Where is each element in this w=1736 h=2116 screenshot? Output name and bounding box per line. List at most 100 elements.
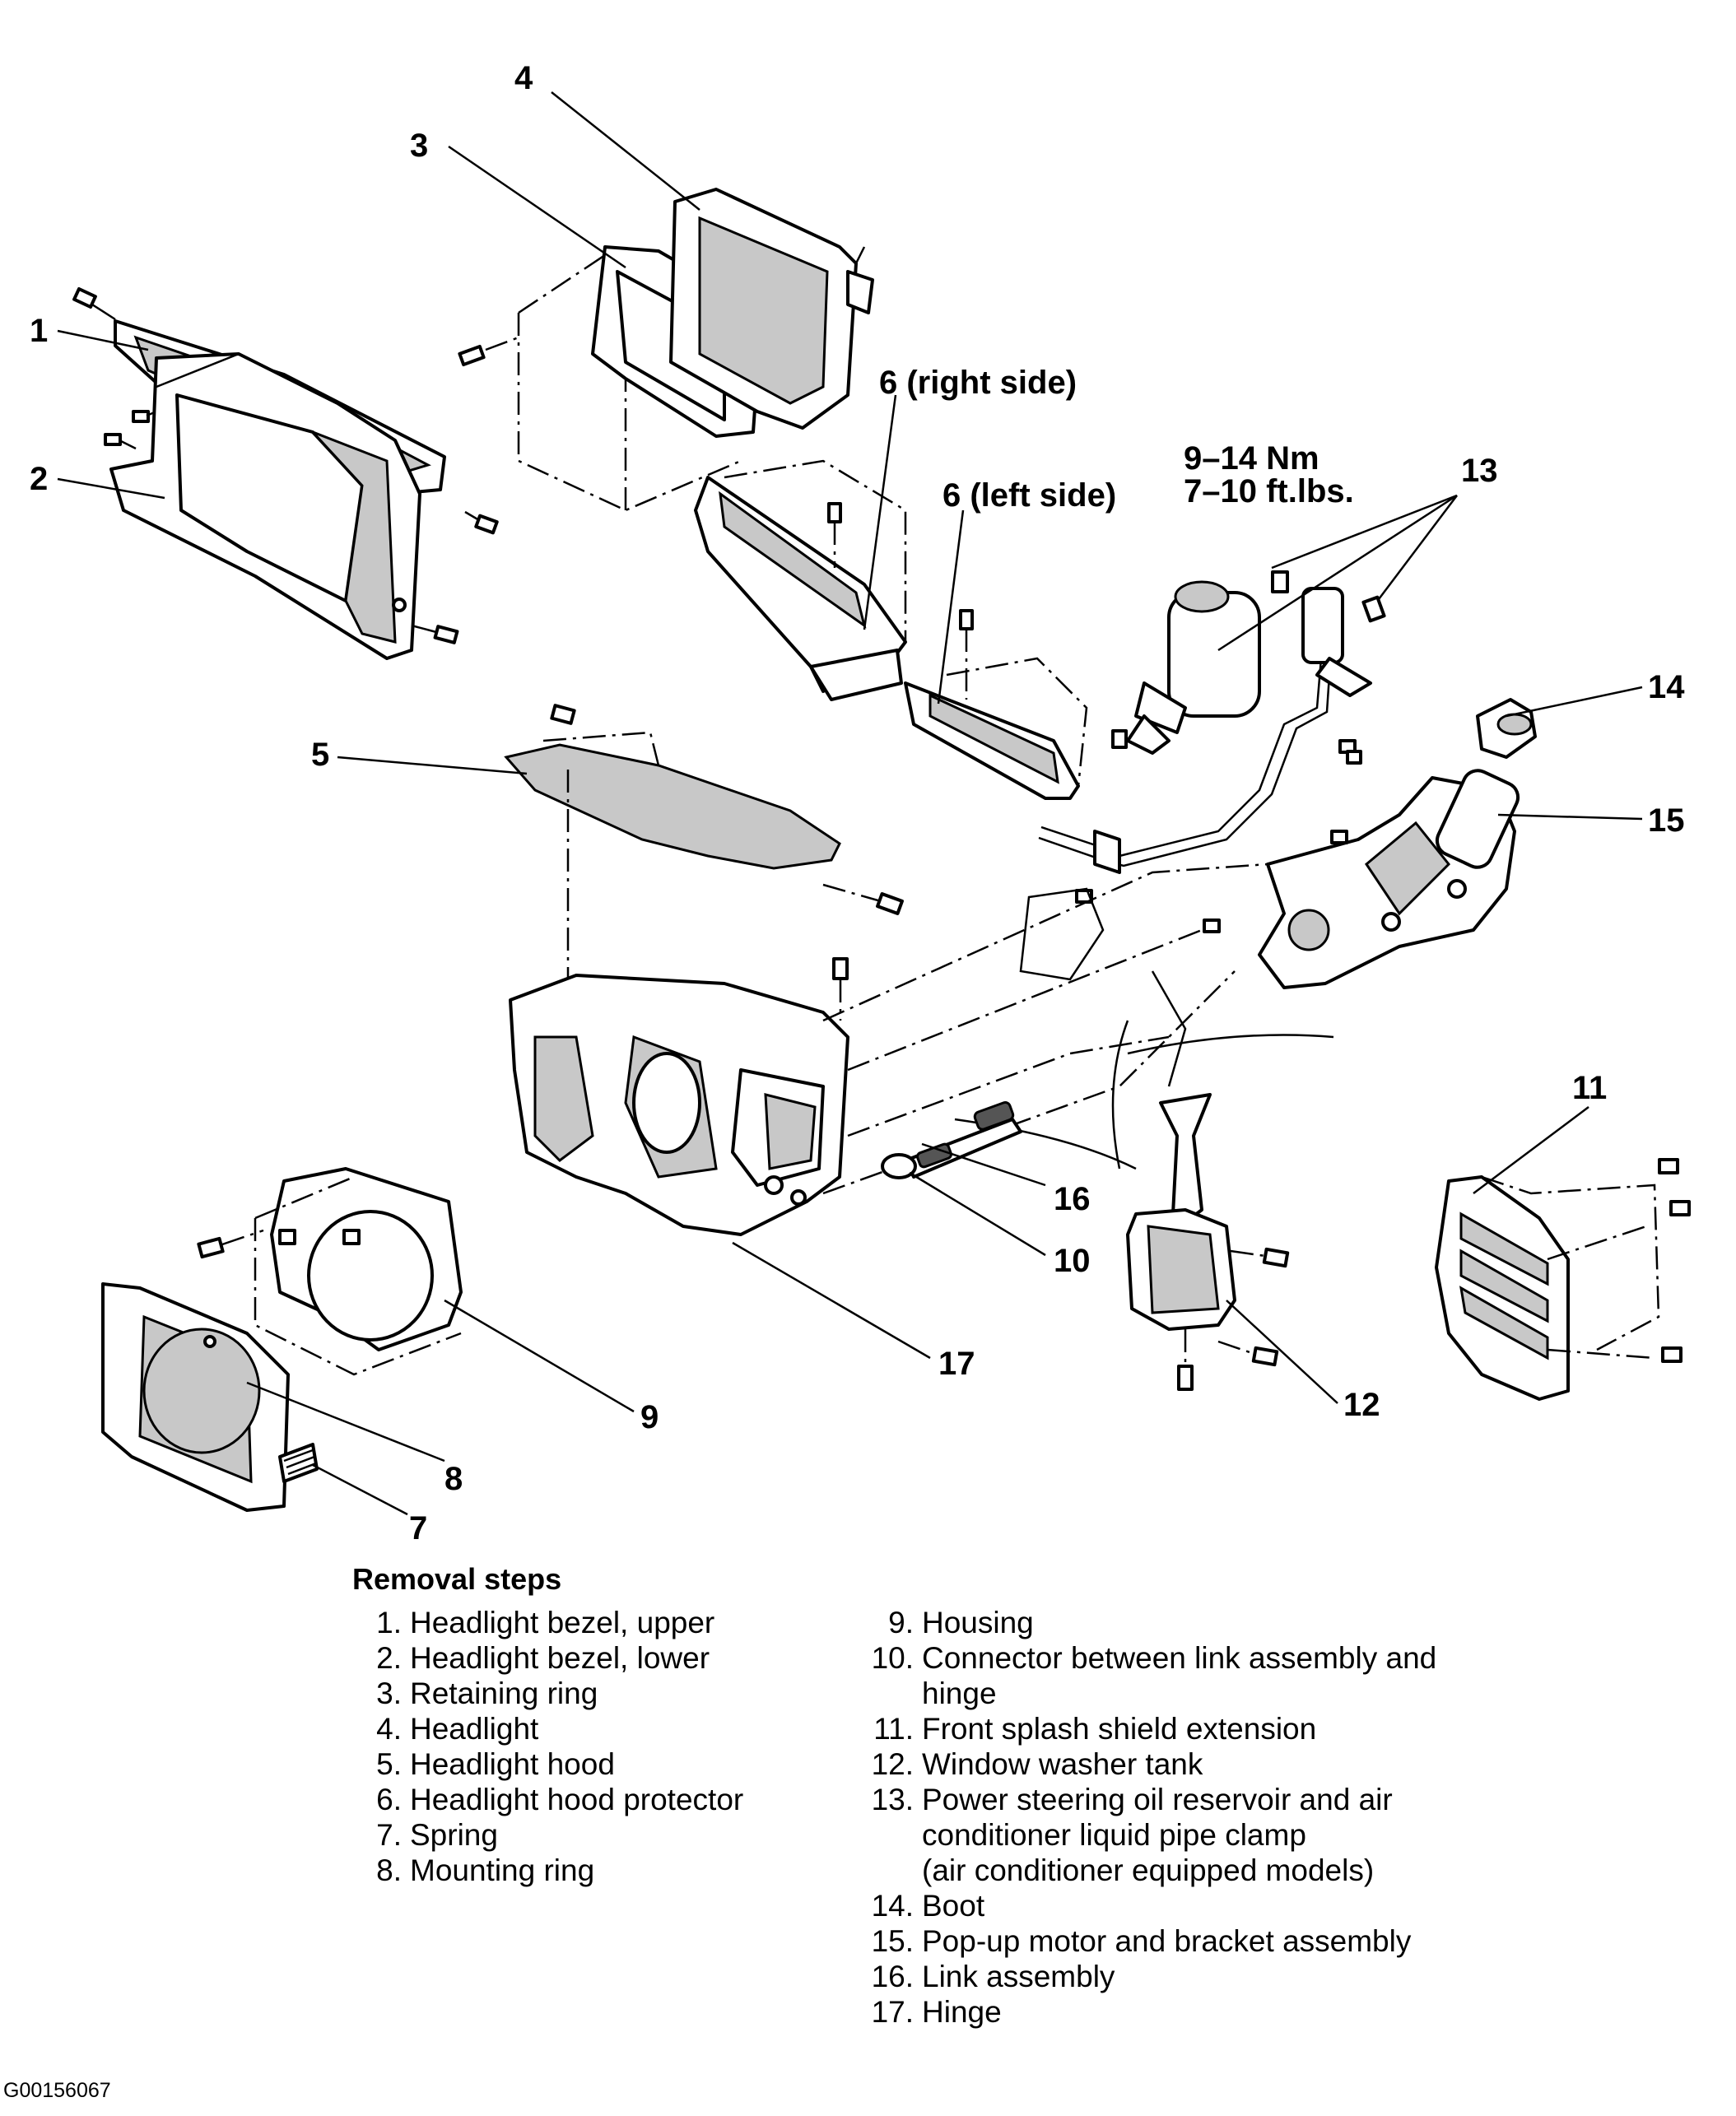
removal-step-text: Headlight hood protector <box>410 1783 744 1816</box>
callout-13: 13 <box>1461 453 1498 489</box>
screw-bezel-upper-c <box>464 510 499 535</box>
screw-bezel-lower-b <box>411 624 459 644</box>
screw-housing-c <box>342 1229 361 1245</box>
removal-step-text: Power steering oil reservoir and air <box>922 1783 1393 1816</box>
removal-step-item: 6.Headlight hood protector <box>346 1782 743 1817</box>
removal-step-text: Boot <box>922 1889 985 1923</box>
removal-step-item: (air conditioner equipped models) <box>858 1853 1436 1888</box>
part-link-connector <box>881 1142 952 1179</box>
removal-step-item: 14.Boot <box>858 1888 1436 1923</box>
removal-step-number: 2. <box>376 1641 402 1675</box>
removal-step-number: 17. <box>871 1995 914 2029</box>
removal-step-item: 3.Retaining ring <box>346 1676 743 1711</box>
removal-step-number: 5. <box>376 1747 402 1781</box>
screw-hood-protector-right <box>827 502 842 568</box>
part-ac-liquid-pipe <box>1038 587 1372 874</box>
figure-id: G00156067 <box>3 2079 111 2102</box>
callout-6-right-side: 6 (right side) <box>879 365 1077 401</box>
callout-2: 2 <box>30 461 48 497</box>
screw-splash-shield-a <box>1658 1158 1679 1174</box>
removal-step-text: hinge <box>922 1677 997 1710</box>
removal-step-item: 11.Front splash shield extension <box>858 1711 1436 1746</box>
bolt-washer-tank-b <box>1217 1340 1279 1367</box>
part-power-steering-reservoir <box>1126 580 1261 755</box>
callout-12: 12 <box>1343 1387 1380 1423</box>
callout-8: 8 <box>444 1461 463 1497</box>
removal-step-item: 7.Spring <box>346 1817 743 1853</box>
part-mounting-ring <box>101 1282 290 1512</box>
removal-step-text: Connector between link assembly and <box>922 1641 1437 1675</box>
part-hood-protector-right <box>694 459 907 701</box>
removal-step-item: hinge <box>858 1676 1436 1711</box>
removal-step-item: 13.Power steering oil reservoir and air <box>858 1782 1436 1817</box>
removal-step-text: Spring <box>410 1818 498 1852</box>
removal-step-number: 11. <box>873 1712 914 1746</box>
screw-bezel-upper-a <box>72 287 116 321</box>
removal-step-text: Link assembly <box>922 1960 1115 1993</box>
torque-spec-ftlbs: 7–10 ft.lbs. <box>1184 473 1354 509</box>
bolt-motor-bracket-c <box>1203 918 1221 933</box>
callout-10: 10 <box>1054 1243 1091 1279</box>
removal-step-number: 3. <box>376 1677 402 1710</box>
removal-step-number: 14. <box>871 1889 914 1923</box>
removal-step-text: Pop-up motor and bracket assembly <box>922 1924 1412 1958</box>
callout-15: 15 <box>1648 802 1685 839</box>
screw-housing-a <box>197 1229 264 1259</box>
bolt-motor-bracket-e <box>1346 750 1362 765</box>
callout-11: 11 <box>1572 1070 1607 1106</box>
removal-step-item: 17.Hinge <box>858 1994 1436 2030</box>
part-headlight-bezel-lower <box>109 352 421 660</box>
removal-step-text: Mounting ring <box>410 1853 595 1887</box>
removal-step-number: 4. <box>376 1712 402 1746</box>
removal-step-text: Front splash shield extension <box>922 1712 1317 1746</box>
part-headlight-hood <box>504 731 841 996</box>
callout-17: 17 <box>938 1346 975 1382</box>
removal-step-number: 13. <box>871 1783 914 1816</box>
callout-5: 5 <box>311 737 329 773</box>
bolt-motor-bracket-a <box>1330 830 1348 844</box>
callout-1: 1 <box>30 313 48 349</box>
removal-step-text: Headlight bezel, upper <box>410 1606 715 1639</box>
removal-step-number: 7. <box>376 1818 402 1852</box>
removal-step-item: 12.Window washer tank <box>858 1746 1436 1782</box>
torque-spec-nm: 9–14 Nm <box>1184 440 1319 477</box>
part-headlight <box>669 188 874 430</box>
removal-step-text: Headlight hood <box>410 1747 615 1781</box>
part-front-splash-shield <box>1435 1175 1660 1401</box>
callout-7: 7 <box>409 1510 427 1546</box>
exploded-view-diagram: 1 2 3 4 5 6 (right side) 6 (left side) 9… <box>30 60 1691 1546</box>
bolt-washer-tank-bottom <box>1177 1329 1194 1391</box>
removal-step-number: 9. <box>888 1606 914 1639</box>
screw-bezel-lower-a <box>104 433 137 450</box>
callout-3: 3 <box>410 128 428 164</box>
removal-step-text: (air conditioner equipped models) <box>922 1853 1375 1887</box>
removal-step-text: Hinge <box>922 1995 1002 2029</box>
removal-step-item: 4.Headlight <box>346 1711 743 1746</box>
removal-step-item: 15.Pop-up motor and bracket assembly <box>858 1923 1436 1959</box>
part-boot <box>1476 698 1537 759</box>
removal-step-item: conditioner liquid pipe clamp <box>858 1817 1436 1853</box>
bolt-pipe-clamp <box>1361 595 1386 623</box>
callout-4: 4 <box>514 60 533 96</box>
removal-step-item: 5.Headlight hood <box>346 1746 743 1782</box>
screw-hood-b <box>822 883 904 915</box>
part-hinge <box>509 974 849 1236</box>
removal-step-text: conditioner liquid pipe clamp <box>922 1818 1306 1852</box>
screw-housing-b <box>278 1229 296 1245</box>
bolt-reservoir-lower <box>1111 729 1128 749</box>
leader-lines <box>57 91 1643 1516</box>
removal-step-text: Window washer tank <box>922 1747 1203 1781</box>
removal-step-item: 1.Headlight bezel, upper <box>346 1605 743 1640</box>
removal-step-number: 6. <box>376 1783 402 1816</box>
callout-14: 14 <box>1648 669 1685 705</box>
removal-step-number: 15. <box>871 1924 914 1958</box>
part-hood-protector-left <box>904 657 1088 800</box>
removal-step-item: 2.Headlight bezel, lower <box>346 1640 743 1676</box>
removal-step-number: 12. <box>871 1747 914 1781</box>
callout-16: 16 <box>1054 1181 1091 1217</box>
screw-housing-top <box>832 957 849 1021</box>
part-spring <box>278 1443 319 1483</box>
screw-splash-shield-c <box>1661 1346 1682 1363</box>
